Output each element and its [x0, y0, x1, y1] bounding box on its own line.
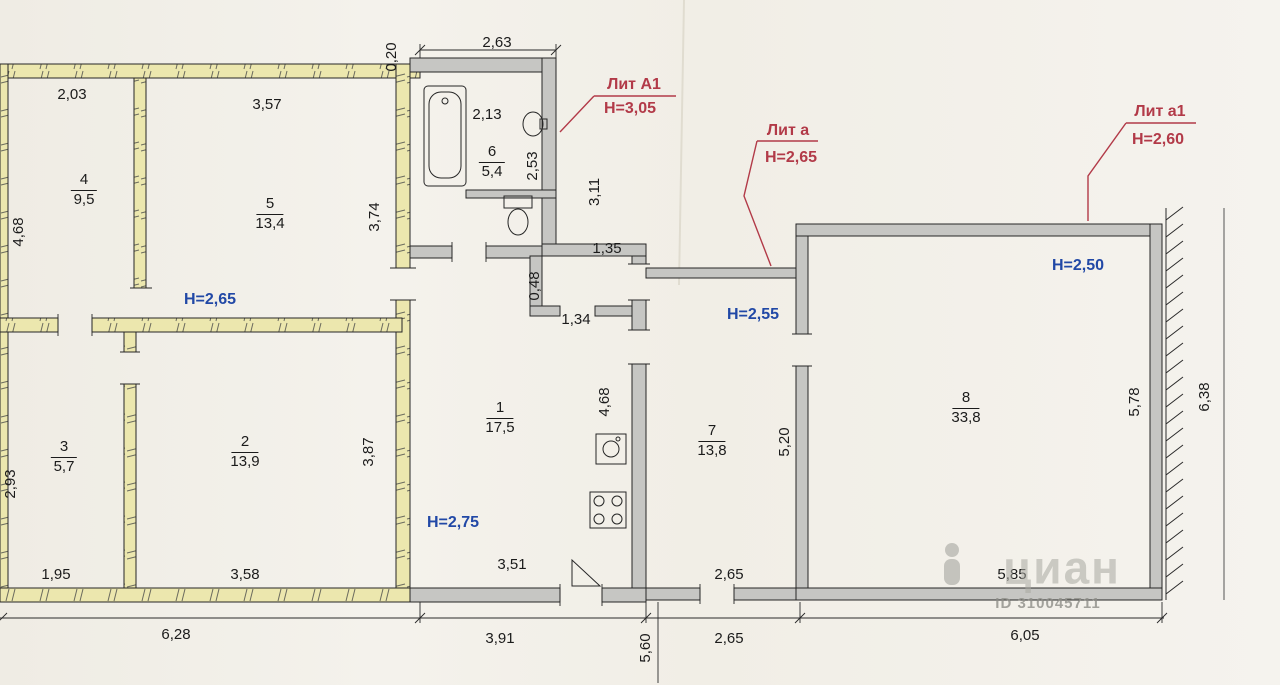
dim-3-58: 3,58 — [230, 565, 260, 583]
walls-gray — [409, 57, 1163, 603]
dim-3-74: 3,74 — [365, 202, 383, 232]
porch-hatching — [1165, 206, 1225, 600]
dim-5-78: 5,78 — [1125, 387, 1143, 417]
room-area: 13,4 — [255, 214, 285, 232]
walls-brick — [0, 63, 421, 603]
room-area: 13,8 — [697, 441, 727, 459]
door-openings — [57, 242, 812, 606]
legend-annex-a1-label: Лит а1 — [1134, 103, 1186, 121]
legend-annex-a-height: H=2,65 — [764, 149, 818, 167]
dim-3-91: 3,91 — [485, 629, 515, 647]
room-label-6: 6 5,4 — [478, 143, 506, 180]
dimension-lines — [0, 44, 1168, 683]
dim-3-57: 3,57 — [252, 95, 282, 113]
room-area: 9,5 — [73, 190, 95, 208]
room-number: 6 — [478, 143, 506, 163]
paper-crease — [678, 0, 685, 286]
room-number: 5 — [256, 195, 284, 215]
room-number: 4 — [70, 171, 98, 191]
dim-1-35: 1,35 — [592, 239, 622, 257]
kitchen-sink-icon — [595, 433, 627, 465]
room-number: 1 — [486, 399, 514, 419]
room-label-8: 8 33,8 — [951, 389, 981, 426]
door-swing-icon — [571, 558, 602, 587]
bathtub-icon — [423, 85, 467, 187]
legend-main-height: H=3,05 — [603, 100, 657, 118]
dim-1-34: 1,34 — [561, 310, 591, 328]
dim-5-85: 5,85 — [997, 565, 1027, 583]
room-number: 8 — [952, 389, 980, 409]
stove-icon — [589, 491, 627, 529]
dim-3-51: 3,51 — [497, 555, 527, 573]
room-area: 17,5 — [485, 418, 515, 436]
dim-6-28: 6,28 — [161, 625, 191, 643]
room-label-4: 4 9,5 — [70, 171, 98, 208]
dim-3-11: 3,11 — [585, 177, 603, 207]
cian-person-icon — [944, 543, 960, 585]
fixtures — [423, 85, 627, 587]
dim-5-60: 5,60 — [636, 633, 654, 663]
room-area: 33,8 — [951, 408, 981, 426]
dim-5-20: 5,20 — [775, 427, 793, 457]
ceiling-height-annex-a: H=2,55 — [726, 306, 780, 324]
dim-6-38: 6,38 — [1195, 382, 1213, 412]
listing-id-watermark: ID 310045711 — [995, 594, 1101, 612]
toilet-icon — [503, 195, 533, 236]
room-area: 13,9 — [230, 452, 260, 470]
room-number: 2 — [231, 433, 259, 453]
room-area: 5,4 — [481, 162, 503, 180]
dim-2-63: 2,63 — [482, 33, 512, 51]
room-area: 5,7 — [53, 457, 75, 475]
dim-2-53: 2,53 — [523, 151, 541, 181]
cian-watermark: циан — [1003, 541, 1121, 594]
dim-3-87: 3,87 — [359, 437, 377, 467]
dim-2-65-bottom: 2,65 — [714, 629, 744, 647]
dim-0-20: 0,20 — [382, 42, 400, 72]
dim-0-48: 0,48 — [525, 271, 543, 301]
dim-1-95: 1,95 — [41, 565, 71, 583]
legend-annex-a-label: Лит а — [766, 122, 810, 140]
legend-main-label: Лит А1 — [607, 76, 661, 94]
room-label-2: 2 13,9 — [230, 433, 260, 470]
dim-2-03: 2,03 — [57, 85, 87, 103]
room-label-3: 3 5,7 — [50, 438, 78, 475]
ceiling-height-left-wing: H=2,65 — [183, 291, 237, 309]
room-label-5: 5 13,4 — [255, 195, 285, 232]
dim-2-65-room7: 2,65 — [714, 565, 744, 583]
legend-annex-a1-height: H=2,60 — [1131, 131, 1185, 149]
room-number: 7 — [698, 422, 726, 442]
washbasin-icon — [522, 111, 548, 137]
dim-2-93: 2,93 — [1, 469, 19, 499]
dim-6-05: 6,05 — [1010, 626, 1040, 644]
room-label-7: 7 13,8 — [697, 422, 727, 459]
room-number: 3 — [50, 438, 78, 458]
dim-2-13: 2,13 — [472, 105, 502, 123]
dim-4-68-kitchen: 4,68 — [595, 387, 613, 417]
room-label-1: 1 17,5 — [485, 399, 515, 436]
red-leader-lines — [559, 95, 1196, 267]
ceiling-height-kitchen: H=2,75 — [426, 514, 480, 532]
ceiling-height-annex-a1: H=2,50 — [1051, 257, 1105, 275]
dim-4-68-left: 4,68 — [9, 217, 27, 247]
